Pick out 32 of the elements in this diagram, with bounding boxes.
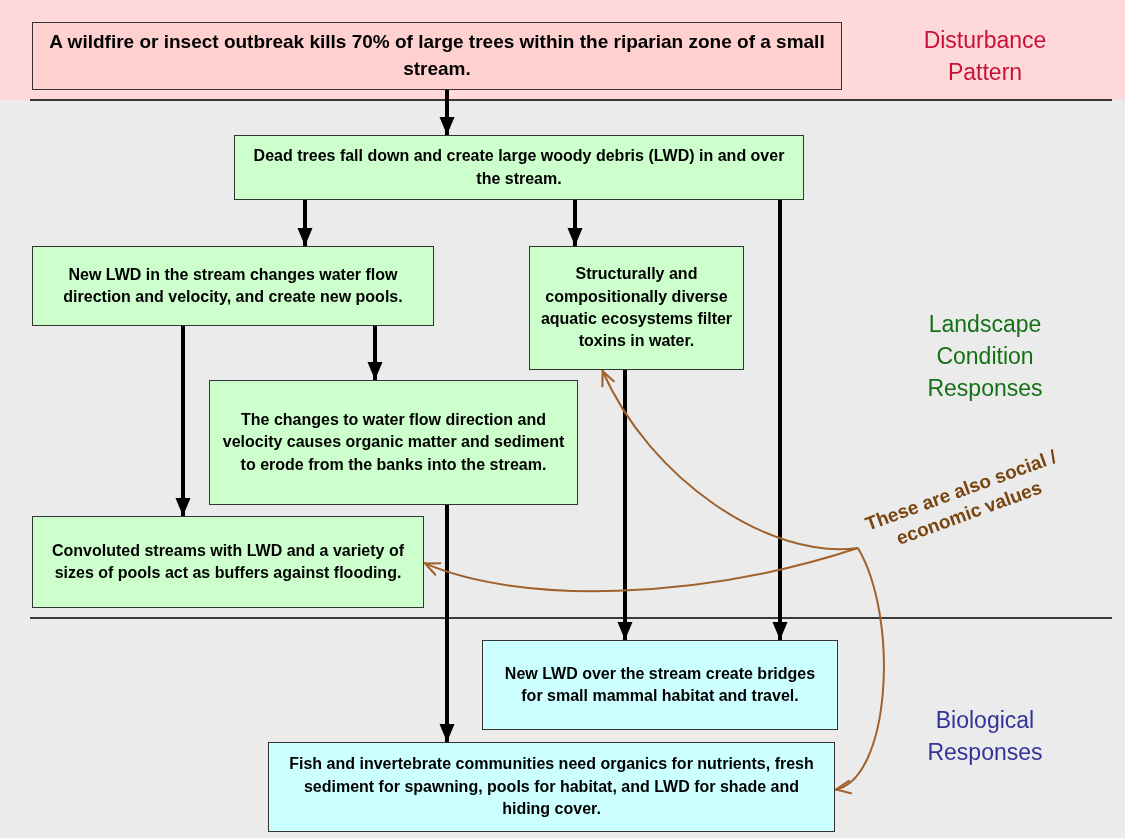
arrow <box>439 505 455 742</box>
process-box <box>32 516 424 608</box>
band-title: Landscape Condition Responses <box>926 310 1044 404</box>
process-box <box>234 135 804 200</box>
process-box <box>209 380 578 505</box>
arrow <box>772 200 788 640</box>
arrow <box>175 326 191 516</box>
process-box <box>268 742 835 832</box>
band <box>0 100 1125 618</box>
arrow <box>617 370 633 640</box>
arrow <box>297 200 313 246</box>
process-box <box>482 640 838 730</box>
box-text: Dead trees fall down and create large woody debris (LWD) in and over the stream. <box>252 146 786 189</box>
arrow <box>567 200 583 246</box>
box-text: Structurally and compositionally diverse aquatic ecosystems filter toxins in water. <box>540 264 733 352</box>
process-box <box>32 22 842 90</box>
box-text: Convoluted streams with LWD and a variety of sizes of pools act as buffers against flooding. <box>50 540 406 583</box>
process-box <box>32 246 434 326</box>
band <box>0 0 1125 100</box>
box-text: New LWD in the stream changes water flow direction and velocity, and create new pools. <box>62 264 404 307</box>
curved-arrow <box>423 547 859 592</box>
box-text: The changes to water flow direction and velocity causes organic matter and sediment to erode from the banks into the stream. <box>221 409 566 475</box>
box-text: Fish and invertebrate communities need organics for nutrients, fresh sediment for spawning, pools for habitat, and LWD for shade and hiding cover. <box>288 754 815 820</box>
band <box>0 618 1125 838</box>
band-title: Biological Responses <box>926 706 1044 768</box>
curved-arrow <box>601 369 859 551</box>
box-text: New LWD over the stream create bridges for small mammal habitat and travel. <box>503 663 817 706</box>
process-box <box>529 246 744 370</box>
band-title: Disturbance Pattern <box>922 26 1048 88</box>
arrow <box>367 326 383 380</box>
arrow <box>439 90 455 135</box>
box-text: A wildfire or insect outbreak kills 70% of large trees within the riparian zone of a small stream. <box>48 30 826 81</box>
